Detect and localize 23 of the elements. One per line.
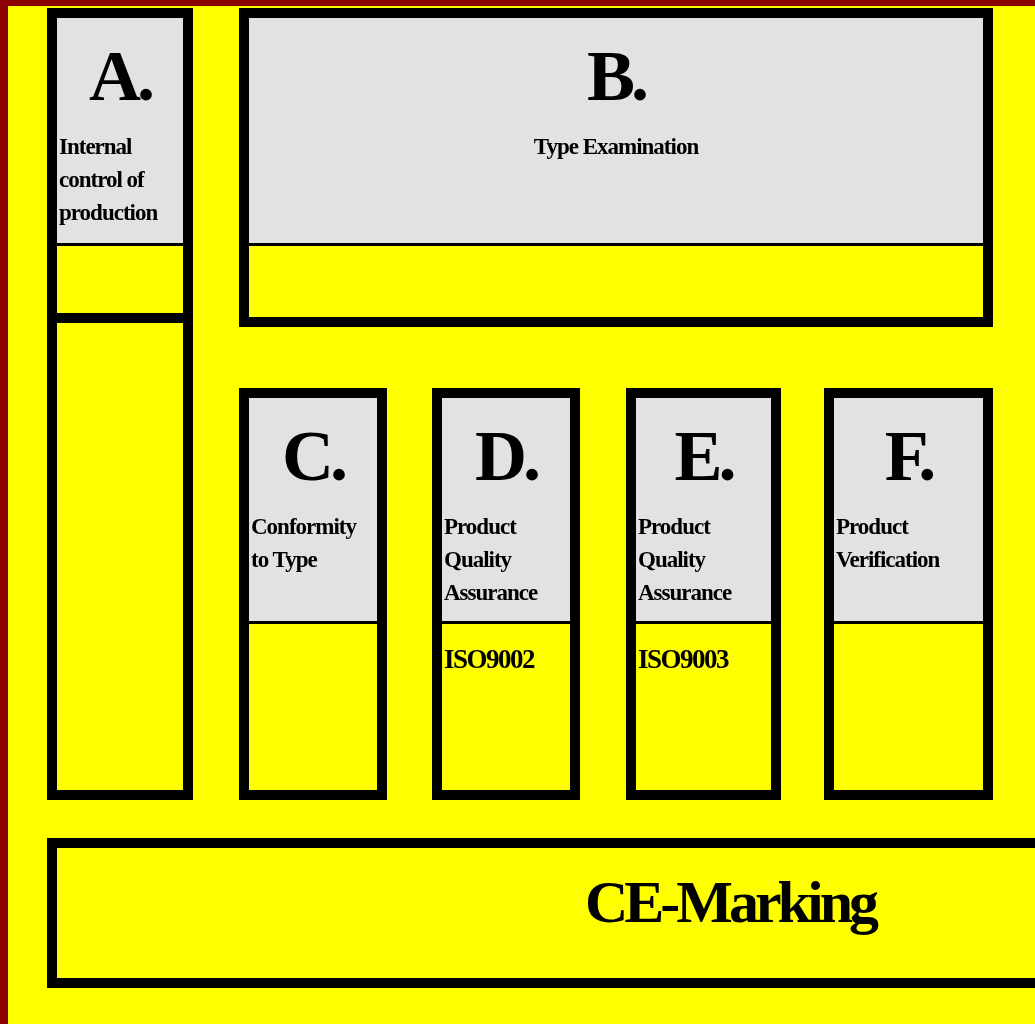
module-letter: D. [474,416,539,496]
module-title: Product Verification [836,513,941,574]
module-box [47,8,193,323]
module-letter: C. [281,416,346,496]
marking-title: CE-Marking [585,868,875,937]
module-title: Product Quality Assurance [638,513,733,607]
module-letter: B. [586,36,647,116]
module-box [47,323,193,800]
module-title: Product Quality Assurance [444,513,539,607]
module-title: Conformity to Type [251,513,358,574]
standard-label: ISO9002 [444,644,536,675]
marking-banner [47,838,1035,988]
module-letter: A. [88,36,153,116]
module-box [432,388,580,800]
standard-label: ISO9003 [638,644,730,675]
module-letter: F. [883,416,934,496]
module-letter: E. [673,416,735,496]
module-title: Internal control of production [59,133,159,227]
module-box [824,388,993,800]
module-box [626,388,781,800]
module-title: Type Examination [532,133,700,161]
module-box [239,8,993,327]
module-box [239,388,387,800]
